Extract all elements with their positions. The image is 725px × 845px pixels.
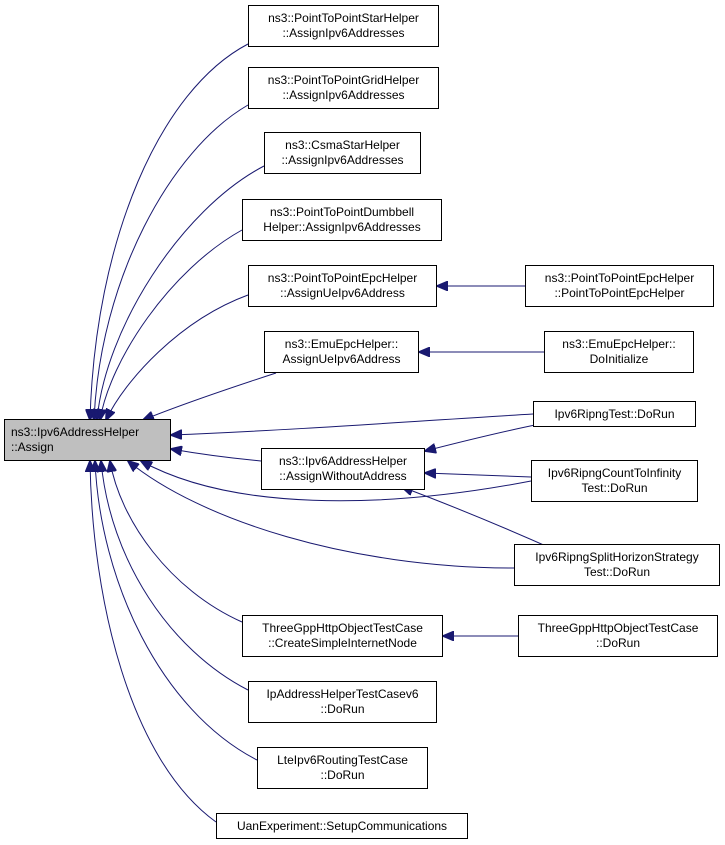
edge-emu-epc-assign-to-root	[143, 372, 277, 420]
node-label-line1: Ipv6RipngCountToInfinity	[547, 466, 682, 480]
node-label-line1: ThreeGppHttpObjectTestCase	[262, 621, 423, 635]
node-label-line2: ::AssignIpv6Addresses	[281, 153, 404, 167]
node-label-line1: ns3::EmuEpcHelper::	[562, 337, 676, 351]
node-label-line1: ns3::CsmaStarHelper	[285, 138, 400, 152]
node-p2p-dumbbell-helper[interactable]: ns3::PointToPointDumbbell Helper::Assign…	[242, 199, 442, 241]
node-label-line2: ::Assign	[11, 440, 54, 454]
node-emu-epc-assign-ue[interactable]: ns3::EmuEpcHelper:: AssignUeIpv6Address	[264, 331, 419, 373]
node-label-line2: ::AssignIpv6Addresses	[282, 26, 405, 40]
edge-uan-setup-to-root	[90, 461, 217, 823]
node-ipv6-address-helper-assign: ns3::Ipv6AddressHelper ::Assign	[4, 419, 171, 461]
edge-p2p-grid-to-root	[94, 104, 249, 420]
node-label-line1: IpAddressHelperTestCasev6	[266, 687, 419, 701]
node-label-line2: ::DoRun	[320, 702, 365, 716]
node-label-line1: ns3::PointToPointGridHelper	[267, 73, 420, 87]
node-label-line2: AssignUeIpv6Address	[282, 352, 401, 366]
node-label-line1: ThreeGppHttpObjectTestCase	[537, 621, 699, 635]
node-label-line2: Test::DoRun	[583, 565, 651, 579]
node-uan-setup-communications[interactable]: UanExperiment::SetupCommunications	[216, 813, 468, 839]
node-p2p-epc-constructor[interactable]: ns3::PointToPointEpcHelper ::PointToPoin…	[525, 265, 714, 307]
node-label-line2: ::CreateSimpleInternetNode	[268, 636, 417, 650]
node-p2p-star-helper[interactable]: ns3::PointToPointStarHelper ::AssignIpv6…	[248, 5, 439, 47]
node-label-line1: Ipv6RipngTest::DoRun	[554, 406, 675, 421]
edge-lte-ipv6-to-root	[95, 461, 258, 761]
edge-ripng-count-to-root	[141, 461, 532, 502]
edge-ripng-dorun-to-assign-without	[425, 423, 541, 451]
node-threegpp-dorun[interactable]: ThreeGppHttpObjectTestCase ::DoRun	[518, 615, 718, 657]
edge-ripng-split-to-root	[128, 461, 515, 569]
node-lte-ipv6-routing-testcase[interactable]: LteIpv6RoutingTestCase ::DoRun	[257, 747, 428, 789]
node-label-line2: Test::DoRun	[581, 481, 648, 495]
node-label-line2: ::DoRun	[320, 768, 365, 782]
node-label-line1: ns3::PointToPointEpcHelper	[267, 271, 418, 285]
edge-ripng-count-to-assign-without	[425, 473, 532, 477]
edge-p2p-star-to-root	[90, 43, 249, 420]
node-label-line1: UanExperiment::SetupCommunications	[236, 818, 448, 833]
node-label-line2: ::AssignUeIpv6Address	[280, 286, 405, 300]
node-label-line1: LteIpv6RoutingTestCase	[277, 753, 408, 767]
node-p2p-grid-helper[interactable]: ns3::PointToPointGridHelper ::AssignIpv6…	[248, 67, 439, 109]
node-threegpp-create-node[interactable]: ThreeGppHttpObjectTestCase ::CreateSimpl…	[242, 615, 443, 657]
node-emu-epc-do-initialize[interactable]: ns3::EmuEpcHelper:: DoInitialize	[544, 331, 694, 373]
edge-csma-star-to-root	[97, 165, 265, 420]
node-p2p-epc-assign-ue[interactable]: ns3::PointToPointEpcHelper ::AssignUeIpv…	[248, 265, 437, 307]
node-label-line1: ns3::PointToPointDumbbell	[269, 205, 415, 219]
edge-ripng-dorun-to-root	[171, 413, 534, 435]
node-ipaddress-helper-testcase-v6[interactable]: IpAddressHelperTestCasev6 ::DoRun	[248, 681, 437, 723]
node-assign-without-address[interactable]: ns3::Ipv6AddressHelper ::AssignWithoutAd…	[261, 448, 425, 490]
node-ripng-test-dorun[interactable]: Ipv6RipngTest::DoRun	[533, 401, 696, 427]
node-label-line2: ::DoRun	[595, 636, 641, 650]
edge-ripng-split-to-assign-without	[402, 487, 556, 551]
node-label-line1: ns3::EmuEpcHelper::	[284, 337, 399, 351]
node-label-line1: Ipv6RipngSplitHorizonStrategy	[535, 550, 699, 564]
node-label-line2: DoInitialize	[589, 352, 649, 366]
node-label-line1: ns3::PointToPointStarHelper	[268, 11, 419, 25]
edge-ipaddr-v6-to-root	[101, 461, 249, 691]
node-label-line2: ::AssignWithoutAddress	[279, 469, 407, 483]
node-label-line2: ::PointToPointEpcHelper	[554, 286, 685, 300]
edge-threegpp-create-to-root	[110, 461, 243, 623]
node-label-line2: Helper::AssignIpv6Addresses	[263, 220, 421, 234]
node-label-line1: ns3::PointToPointEpcHelper	[544, 271, 695, 285]
edge-assign-without-to-root	[171, 449, 262, 462]
node-csma-star-helper[interactable]: ns3::CsmaStarHelper ::AssignIpv6Addresse…	[264, 132, 421, 174]
edge-p2p-epc-assign-to-root	[106, 294, 249, 420]
node-label-line1: ns3::Ipv6AddressHelper	[11, 425, 140, 439]
node-label-line2: ::AssignIpv6Addresses	[282, 88, 405, 102]
node-ripng-split-horizon[interactable]: Ipv6RipngSplitHorizonStrategy Test::DoRu…	[514, 544, 720, 586]
node-ripng-count-to-infinity[interactable]: Ipv6RipngCountToInfinity Test::DoRun	[531, 460, 698, 502]
edge-p2p-dumbbell-to-root	[100, 229, 243, 420]
node-label-line1: ns3::Ipv6AddressHelper	[278, 454, 408, 468]
